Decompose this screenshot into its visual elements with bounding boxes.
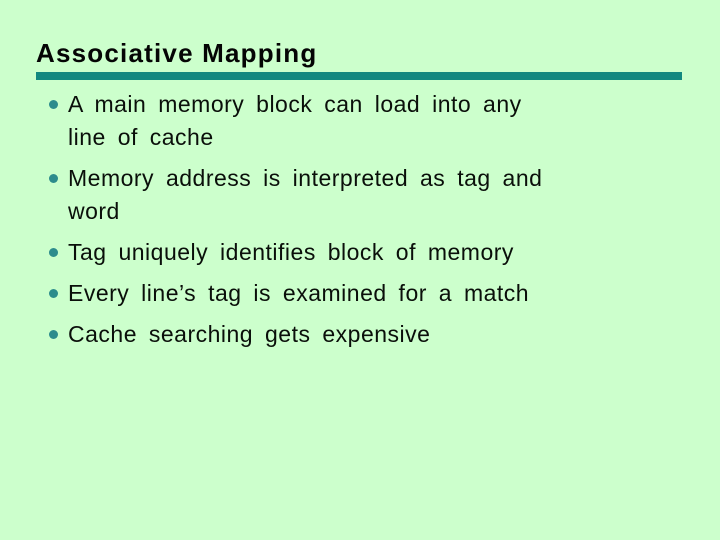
bullet-text-line: Memory address is interpreted as tag and [68, 165, 543, 191]
slide-title: Associative Mapping [36, 38, 318, 68]
bullet-text-line: Cache searching gets expensive [68, 321, 431, 347]
bullet-icon [49, 248, 58, 257]
bullet-item-1: A main memory block can load into any li… [36, 88, 684, 154]
bullet-item-5: Cache searching gets expensive [36, 318, 684, 351]
bullet-icon [49, 289, 58, 298]
bullet-item-3: Tag uniquely identifies block of memory [36, 236, 684, 269]
bullet-text-line: Every line’s tag is examined for a match [68, 280, 530, 306]
bullet-text-line: Tag uniquely identifies block of memory [68, 239, 514, 265]
bullet-text-line: line of cache [68, 124, 214, 150]
bullet-item-4: Every line’s tag is examined for a match [36, 277, 684, 310]
bullet-icon [49, 174, 58, 183]
bullet-item-2: Memory address is interpreted as tag and… [36, 162, 684, 228]
bullet-list: A main memory block can load into any li… [36, 88, 684, 359]
bullet-icon [49, 330, 58, 339]
title-underline-bar [36, 72, 682, 80]
bullet-text-line: A main memory block can load into any [68, 91, 522, 117]
bullet-icon [49, 100, 58, 109]
bullet-text-line: word [68, 198, 120, 224]
